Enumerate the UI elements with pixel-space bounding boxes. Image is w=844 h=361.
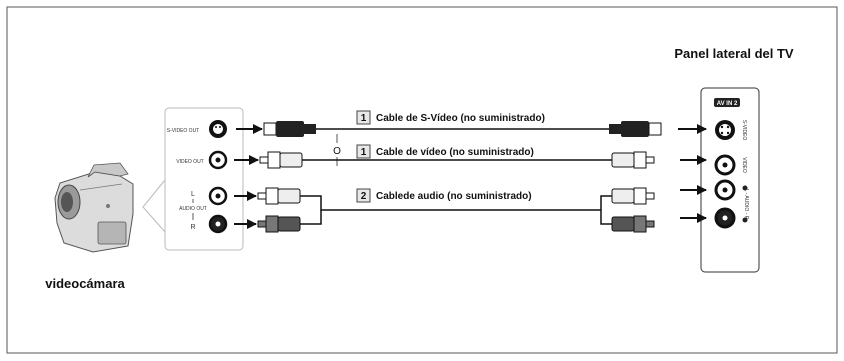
cam-audio-r-jack [208, 214, 228, 234]
tv-audio-l-dot [742, 185, 748, 191]
camcorder-label: videocámara [45, 276, 125, 291]
cable-3-label: Cablede audio (no suministrado) [376, 191, 532, 202]
cable-2-label: Cable de vídeo (no suministrado) [376, 147, 534, 158]
cable-3-number-box [356, 188, 371, 203]
camcorder-icon [54, 162, 134, 253]
cam-video-jack [208, 150, 228, 170]
tv-audio-l-jack [714, 179, 736, 201]
outer-frame [6, 6, 838, 354]
tv-audio-r-dot [742, 217, 748, 223]
cam-audio-l-jack [208, 186, 228, 206]
cam-video-out-label: VIDEO OUT [176, 159, 204, 165]
svideo-cable [236, 121, 707, 137]
video-cable [234, 151, 707, 169]
tv-svideo-label: S-VIDEO [741, 120, 747, 141]
audio-cable [234, 185, 707, 233]
cam-audio-l-label: L [191, 191, 195, 198]
camcorder-side-panel [164, 107, 244, 251]
tv-svideo-jack [715, 120, 735, 140]
av-in-badge-label: AV IN 2 [717, 101, 738, 107]
cable-1-number: 1 [361, 113, 367, 124]
or-label: O [333, 146, 341, 157]
cable-1-label: Cable de S-Vídeo (no suministrado) [376, 113, 545, 124]
cable-1-number-box [356, 110, 371, 125]
cam-svideo-jack [209, 120, 227, 138]
cam-audio-r-label: R [190, 224, 195, 231]
tv-side-panel [700, 87, 760, 273]
cam-svideo-out-label: S-VIDEO OUT [167, 128, 200, 134]
tv-video-jack [714, 154, 736, 176]
av-in-badge [714, 98, 740, 107]
cable-2-number-box [356, 144, 371, 159]
tv-audio-label: L - AUDIO - R [743, 189, 749, 220]
tv-video-label: VIDEO [741, 157, 747, 173]
tv-audio-r-jack [714, 207, 736, 229]
cable-3-number: 2 [361, 191, 367, 202]
zoom-callout [142, 179, 166, 233]
cable-2-number: 1 [361, 147, 367, 158]
tv-panel-title: Panel lateral del TV [674, 46, 794, 61]
cam-audio-out-label: AUDIO OUT [179, 206, 207, 212]
